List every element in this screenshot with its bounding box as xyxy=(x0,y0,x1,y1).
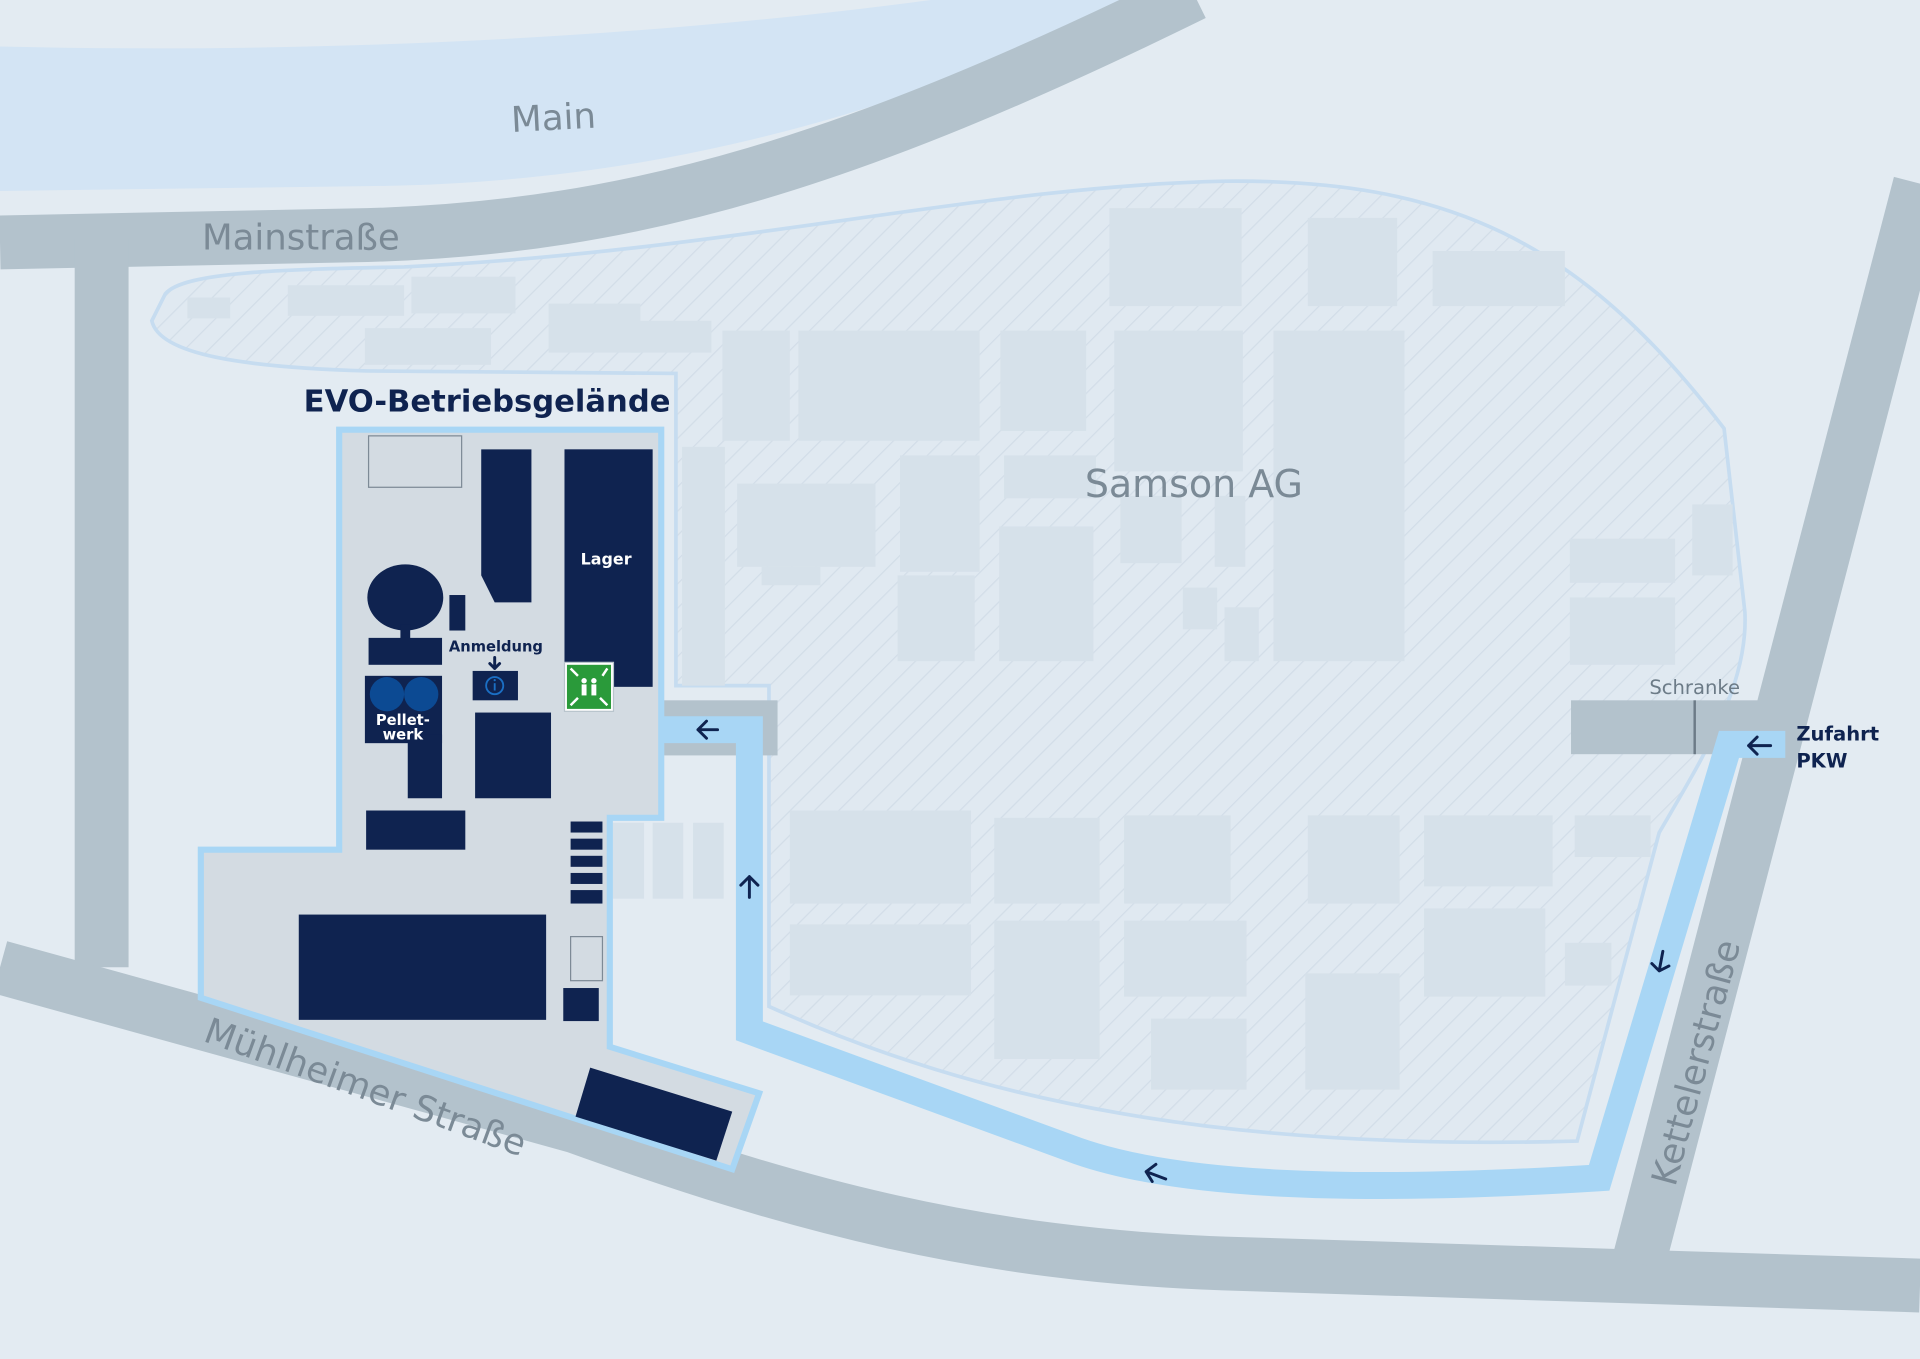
samson-building xyxy=(1569,597,1676,665)
samson-building xyxy=(789,924,972,996)
road-muehlheimer xyxy=(0,941,1920,1313)
samson-building xyxy=(411,276,516,314)
samson-building xyxy=(1120,495,1182,564)
building-angled xyxy=(575,1067,733,1161)
building-stripes xyxy=(570,821,603,904)
samson-building xyxy=(999,526,1094,662)
silo-left xyxy=(369,677,405,712)
samson-building xyxy=(1214,495,1246,567)
samson-building xyxy=(1000,330,1087,431)
arrow-left-icon xyxy=(696,719,720,740)
arrow-left-icon xyxy=(1747,735,1773,756)
samson-building xyxy=(1151,1018,1247,1090)
evo-buildings: Lager Pellet- werk Anmeldung xyxy=(298,435,733,1161)
building-narrow xyxy=(449,595,466,631)
samson-building xyxy=(612,822,645,899)
samson-building xyxy=(722,330,790,441)
entry-label-1: Zufahrt xyxy=(1796,723,1879,746)
silo-right xyxy=(404,677,439,712)
samson-buildings xyxy=(187,208,1733,1090)
access-route xyxy=(661,716,1786,1199)
pelletwerk-label-1: Pellet- xyxy=(376,712,430,729)
arrow-down-icon xyxy=(488,655,502,670)
samson-building xyxy=(1569,538,1676,583)
samson-building xyxy=(652,822,684,899)
samson-building xyxy=(1004,455,1096,499)
samson-building xyxy=(1307,217,1398,307)
samson-building xyxy=(693,822,724,899)
samson-building xyxy=(187,297,231,319)
evo-site-title: EVO-Betriebsgelände xyxy=(304,384,671,419)
samson-building xyxy=(994,817,1100,904)
road-mainstrasse xyxy=(0,0,1206,270)
samson-building xyxy=(1114,330,1243,472)
samson-building xyxy=(761,566,821,586)
samson-building xyxy=(287,285,405,316)
building-stripe xyxy=(570,890,603,904)
building-small xyxy=(368,637,443,665)
samson-building xyxy=(737,483,876,567)
building-stripe xyxy=(570,821,603,833)
building-pelletwerk-column xyxy=(407,734,443,799)
samson-building xyxy=(630,320,712,353)
samson-building xyxy=(1124,920,1247,997)
samson-building xyxy=(682,446,725,686)
samson-building xyxy=(548,303,641,353)
samson-building xyxy=(1432,250,1565,307)
samson-building xyxy=(897,575,975,662)
river-main xyxy=(0,0,1139,191)
samson-building xyxy=(1424,908,1546,997)
building-outline xyxy=(367,435,463,488)
building-low xyxy=(366,810,466,850)
building-stripe xyxy=(570,872,603,884)
samson-building xyxy=(1224,607,1259,662)
arrow-down-icon xyxy=(1650,949,1671,973)
samson-building xyxy=(1424,815,1553,887)
pelletwerk-label-2: werk xyxy=(383,726,425,743)
samson-building xyxy=(364,328,492,365)
building-tiny xyxy=(563,988,599,1022)
samson-building xyxy=(1564,942,1612,986)
tank xyxy=(367,564,444,631)
arrow-up-icon xyxy=(739,875,760,899)
building-lager xyxy=(564,449,653,687)
arrow-left-icon xyxy=(1144,1162,1168,1183)
building-outline-small xyxy=(570,935,604,982)
samson-building xyxy=(1124,815,1231,904)
info-icon[interactable] xyxy=(485,676,505,696)
samson-building xyxy=(1109,208,1242,307)
tank-stem xyxy=(400,624,411,642)
building-block xyxy=(475,712,552,799)
barrier-label: Schranke xyxy=(1649,676,1740,699)
assembly-point-icon[interactable] xyxy=(563,661,615,712)
samson-building xyxy=(1273,330,1405,662)
samson-building xyxy=(798,330,980,441)
building-stripe xyxy=(570,838,603,850)
samson-building xyxy=(1305,973,1400,1090)
road-label-mainstrasse: Mainstraße xyxy=(202,218,400,259)
building-stripe xyxy=(570,855,603,867)
anmeldung-label: Anmeldung xyxy=(449,638,543,655)
samson-building xyxy=(1182,587,1218,630)
lager-label: Lager xyxy=(581,549,632,568)
building-large xyxy=(298,914,547,1020)
building-tall xyxy=(481,449,532,603)
river-label: Main xyxy=(510,96,597,141)
samson-building xyxy=(1307,815,1400,904)
samson-building xyxy=(1692,504,1733,576)
entry-label-2: PKW xyxy=(1796,750,1847,773)
samson-label: Samson AG xyxy=(1085,462,1303,506)
samson-building xyxy=(900,455,980,572)
samson-building xyxy=(1574,815,1651,858)
samson-building xyxy=(994,920,1100,1060)
samson-building xyxy=(789,810,972,904)
